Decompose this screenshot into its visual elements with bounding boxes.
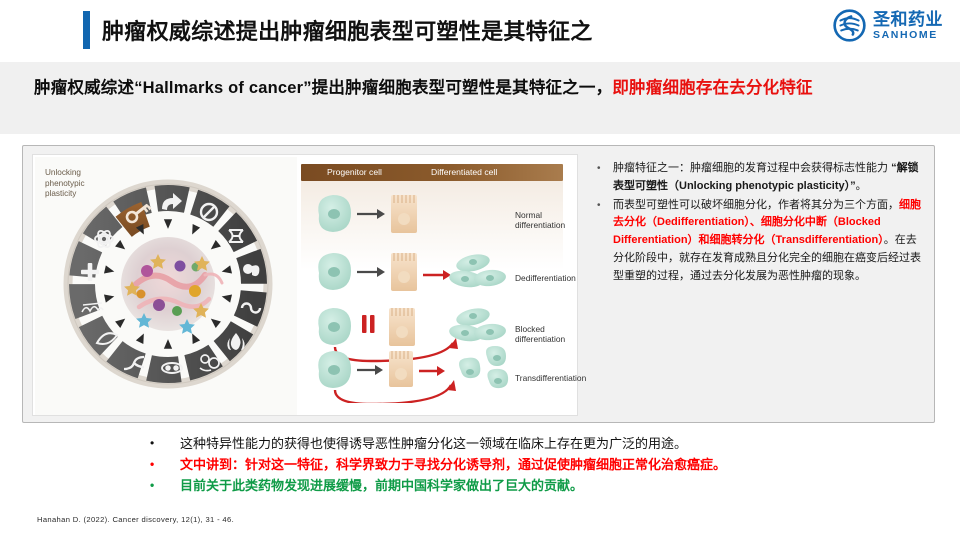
diagram-header-bar: Progenitor cell Differentiated cell: [301, 164, 563, 181]
diagram-label-normal: Normal differentiation: [515, 210, 566, 230]
diagram-graphic: [318, 195, 509, 406]
explanation-seg-tail: 。在去分化阶段中，就存在发育成熟且分化完全的细胞在癌变后经过表型重塑的过程，通过…: [613, 234, 921, 282]
list-item: • 文中讲到：针对这一特征，科学界致力于寻找分化诱导剂，通过促使肿瘤细胞正常化治…: [150, 455, 940, 476]
list-item-label: 目前关于此类药物发现进展缓慢，前期中国科学家做出了巨大的贡献。: [180, 478, 584, 493]
diagram-row-dediff: [318, 253, 506, 291]
diagram-body: Normal differentiation Dedifferentiation…: [301, 181, 586, 406]
explanation-seg-normal: 肿瘤特征之一：肿瘤细胞的发育过程中会获得标志性能力: [613, 162, 892, 174]
diagram-label-transdiff: Transdifferentiation: [515, 373, 587, 383]
sanhome-emblem-icon: [833, 9, 866, 42]
header-accent-bar: [83, 11, 90, 49]
subtitle-text: 肿瘤权威综述“Hallmarks of cancer”提出肿瘤细胞表型可塑性是其…: [34, 76, 929, 101]
list-item-label: 文中讲到：针对这一特征，科学界致力于寻找分化诱导剂，通过促使肿瘤细胞正常化治愈癌…: [180, 457, 727, 472]
hallmarks-wheel-graphic: [63, 179, 273, 389]
list-item-bullet: •: [150, 478, 155, 492]
tumor-mass-illustration: [121, 237, 224, 334]
logo-chinese-name: 圣和药业: [873, 9, 943, 29]
differentiation-diagram: Progenitor cell Differentiated cell: [301, 164, 586, 408]
explanation-bullet: •: [597, 199, 601, 211]
explanation-bullet: •: [597, 163, 601, 174]
explanation-seg-highlight: 细胞去分化（Dedifferentiation）、细胞分化中断（Blocked …: [613, 198, 921, 247]
diagram-label-dediff: Dedifferentiation: [515, 273, 576, 283]
explanation-text-block: • 肿瘤特征之一：肿瘤细胞的发育过程中会获得标志性能力 “解锁表型可塑性（Unl…: [595, 160, 925, 287]
explanation-item-body: 而表型可塑性可以破坏细胞分化，作者将其分为三个方面，细胞去分化（Dediffer…: [613, 197, 925, 286]
subtitle-band: 肿瘤权威综述“Hallmarks of cancer”提出肿瘤细胞表型可塑性是其…: [0, 62, 960, 134]
diagram-label-blocked: Blocked differentiation: [515, 324, 565, 344]
explanation-item: • 肿瘤特征之一：肿瘤细胞的发育过程中会获得标志性能力 “解锁表型可塑性（Unl…: [595, 160, 925, 196]
wheel-inward-arrows: [103, 219, 233, 349]
wheel-caption-line-1: Unlocking: [45, 168, 81, 177]
list-item-bullet: •: [150, 457, 155, 471]
explanation-item-body: 肿瘤特征之一：肿瘤细胞的发育过程中会获得标志性能力 “解锁表型可塑性（Unloc…: [613, 160, 925, 196]
diagram-label-blocked-line1: Blocked: [515, 324, 545, 334]
explanation-seg-normal: 而表型可塑性可以破坏细胞分化，作者将其分为三个方面，: [613, 198, 899, 211]
diagram-row-blocked: [318, 308, 506, 363]
wheel-caption-line-3: plasticity: [45, 189, 77, 198]
list-item-label: 这种特异性能力的获得也使得诱导恶性肿瘤分化这一领域在临床上存在更为广泛的用途。: [180, 436, 688, 451]
diagram-header-progenitor: Progenitor cell: [327, 167, 382, 177]
list-item: • 目前关于此类药物发现进展缓慢，前期中国科学家做出了巨大的贡献。: [150, 476, 940, 497]
figure-card: Unlocking phenotypic plasticity: [32, 154, 586, 416]
diagram-label-blocked-line2: differentiation: [515, 334, 566, 344]
summary-bullet-list: • 这种特异性能力的获得也使得诱导恶性肿瘤分化这一领域在临床上存在更为广泛的用途…: [150, 434, 940, 497]
explanation-seg-tail: 。: [855, 179, 867, 192]
citation-footer: Hanahan D. (2022). Cancer discovery, 12(…: [37, 515, 235, 524]
list-item-bullet: •: [150, 436, 155, 450]
wheel-icons: [81, 193, 262, 374]
hallmarks-wheel-figure: Unlocking phenotypic plasticity: [35, 157, 297, 415]
subtitle-part-highlight: 即肿瘤细胞存在去分化特征: [612, 79, 813, 97]
company-logo: 圣和药业 SANHOME: [833, 9, 943, 42]
subtitle-part-normal: 肿瘤权威综述“Hallmarks of cancer”提出肿瘤细胞表型可塑性是其…: [34, 79, 613, 97]
page-title: 肿瘤权威综述提出肿瘤细胞表型可塑性是其特征之: [102, 19, 593, 44]
logo-wordmark: 圣和药业 SANHOME: [873, 11, 943, 41]
logo-english-name: SANHOME: [873, 28, 938, 41]
slide-header: 肿瘤权威综述提出肿瘤细胞表型可塑性是其特征之 圣和药业 SANHOME: [0, 0, 960, 62]
list-item: • 这种特异性能力的获得也使得诱导恶性肿瘤分化这一领域在临床上存在更为广泛的用途…: [150, 434, 940, 455]
wheel-caption: Unlocking phenotypic plasticity: [45, 168, 85, 200]
content-panel: Unlocking phenotypic plasticity: [22, 145, 935, 423]
diagram-header-differentiated: Differentiated cell: [431, 167, 498, 177]
wheel-caption-line-2: phenotypic: [45, 178, 85, 188]
explanation-item: • 而表型可塑性可以破坏细胞分化，作者将其分为三个方面，细胞去分化（Dediff…: [595, 197, 925, 286]
diagram-row-transdiff: [318, 346, 509, 406]
explanation-seg-bold: “解锁表型可塑性（Unlocking phenotypic plasticity…: [613, 162, 919, 192]
diagram-row-normal: [318, 195, 417, 233]
